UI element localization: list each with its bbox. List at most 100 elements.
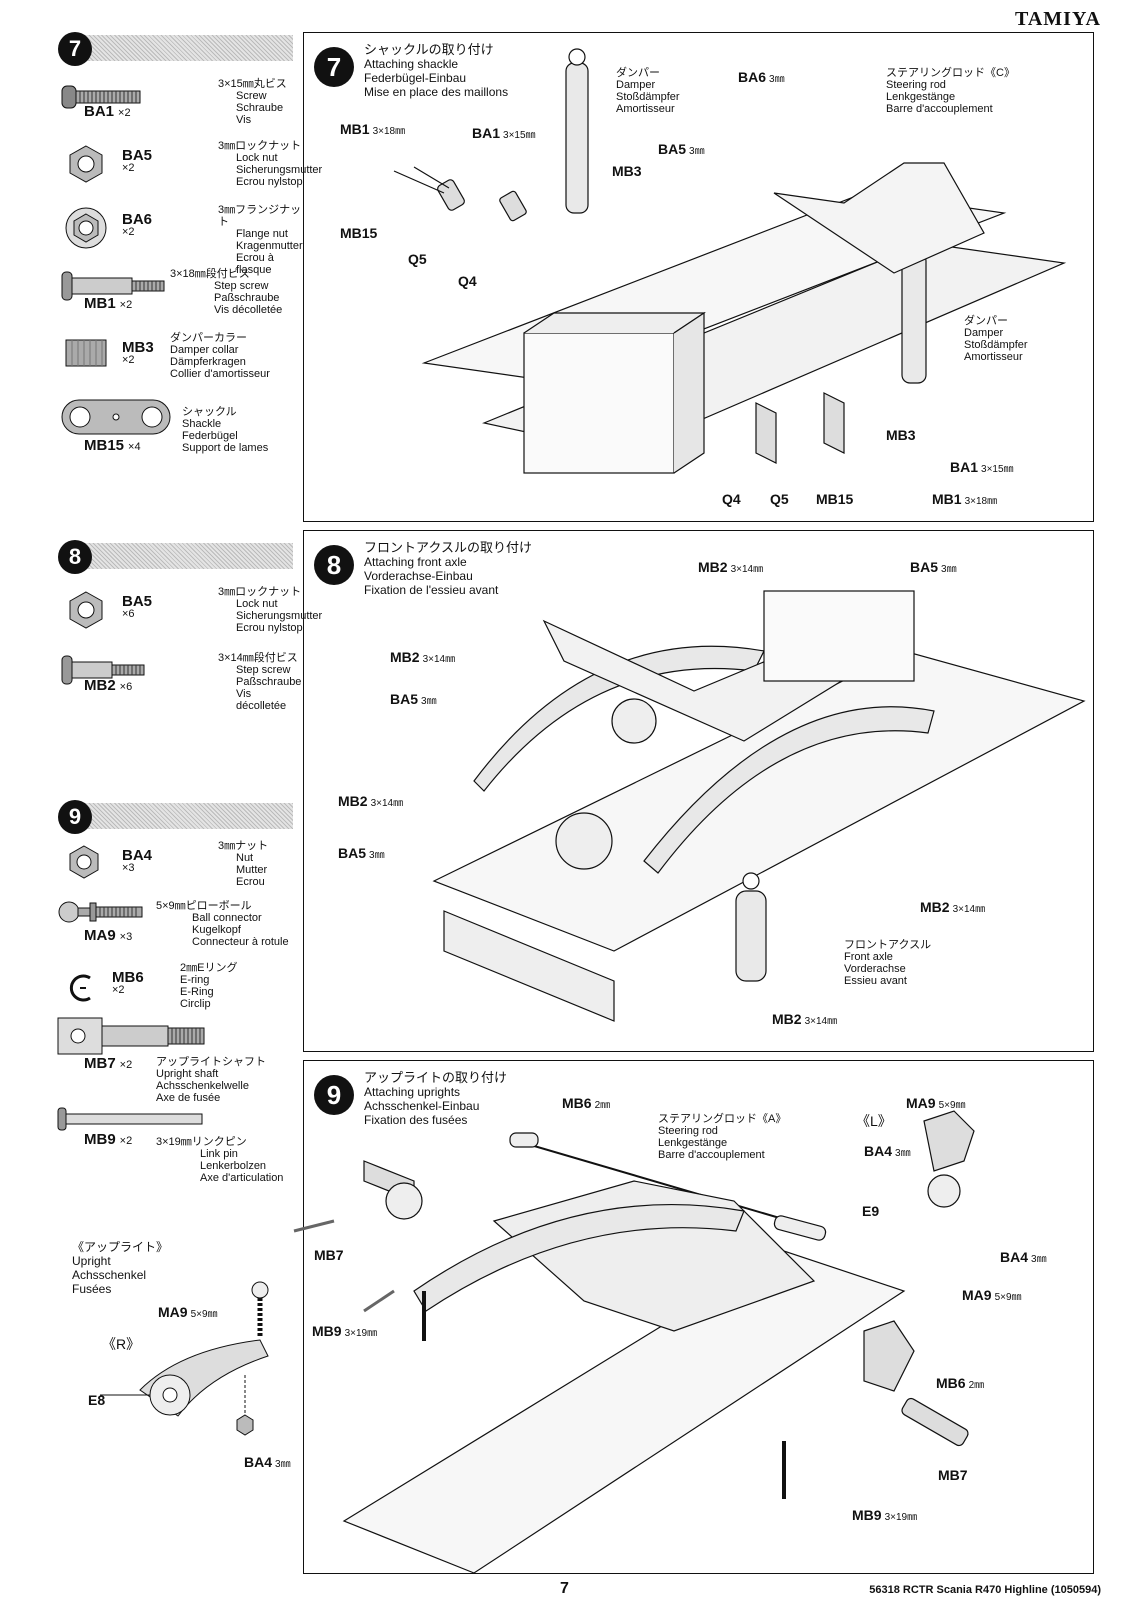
part-qty: ×3 xyxy=(122,862,135,874)
label-code: MB9 xyxy=(312,1323,342,1339)
part-name-en: Lock nut xyxy=(236,152,278,164)
part-name-jp: 3㎜ロックナット xyxy=(218,586,302,598)
label-code: MB6 xyxy=(562,1095,592,1111)
part-name-en: Step screw xyxy=(214,280,269,292)
part-name-de: E-Ring xyxy=(180,986,214,998)
label-size: 3㎜ xyxy=(1031,1254,1047,1265)
title-de: Vorderachse-Einbau xyxy=(364,569,473,583)
servo-box xyxy=(523,332,675,474)
note-en: Damper xyxy=(616,79,656,91)
steering-rod xyxy=(523,1142,825,1232)
label-size: 5×9㎜ xyxy=(190,1309,218,1320)
label-size: 3㎜ xyxy=(941,564,957,575)
part-qty: ×6 xyxy=(119,681,133,693)
part-name-en: Ball connector xyxy=(192,912,262,924)
part-code: BA6 xyxy=(122,211,153,228)
label-code: MB2 xyxy=(772,1011,802,1027)
note-en: Front axle xyxy=(844,951,893,963)
leaf-spring xyxy=(413,1203,745,1312)
part-name-en: Damper collar xyxy=(170,344,239,356)
label-code: BA1 xyxy=(472,125,501,141)
part-name-de: Sicherungsmutter xyxy=(236,610,323,622)
label-size: 3×15㎜ xyxy=(981,464,1014,475)
part-code: BA1 xyxy=(84,103,115,120)
label-size: 2㎜ xyxy=(594,1100,611,1111)
note-en: Steering rod xyxy=(886,79,946,91)
part-qty: ×2 xyxy=(118,107,131,119)
part-qty: ×6 xyxy=(122,608,135,620)
part-name-de: Mutter xyxy=(236,864,268,876)
part-name-en: Screw xyxy=(236,90,267,102)
label-code: BA6 xyxy=(738,69,767,85)
label-mb7-left: MB7 xyxy=(314,1247,344,1263)
part-name-jp: 3×18㎜段付ビス xyxy=(170,268,250,280)
frame-rail xyxy=(342,1250,906,1574)
part-name-jp: 3㎜フランジナット xyxy=(218,204,302,228)
part-name-fr: Circlip xyxy=(180,998,211,1010)
label-code: BA4 xyxy=(1000,1249,1029,1265)
e-ring-icon xyxy=(69,974,91,1002)
part-code: MB1 xyxy=(84,295,116,312)
screw-icon xyxy=(61,85,141,109)
label-code: MA9 xyxy=(962,1287,992,1303)
lock-nut-icon xyxy=(69,145,103,183)
panel-step-number: 7 xyxy=(314,47,354,87)
part-code: MA9 xyxy=(84,927,116,944)
part-code: MB15 xyxy=(84,437,125,454)
part-name-en: Shackle xyxy=(182,418,222,430)
part-name-de: Dämpferkragen xyxy=(170,356,246,368)
leaf-spring-right xyxy=(643,706,935,874)
page-number: 7 xyxy=(560,1580,569,1597)
damper xyxy=(735,890,767,982)
title-jp: フロントアクスルの取り付け xyxy=(364,540,532,555)
label-mb3: MB3 xyxy=(612,163,642,179)
panel-title: アップライトの取り付け Attaching uprights Achsschen… xyxy=(364,1071,507,1128)
note-de: Achsschenkel xyxy=(72,1268,147,1282)
label-code: MA9 xyxy=(906,1095,936,1111)
label-size: 3㎜ xyxy=(369,850,385,861)
label-code: MB6 xyxy=(936,1375,966,1391)
label-size: 3×14㎜ xyxy=(804,1016,838,1027)
note-fr: Essieu avant xyxy=(844,975,907,987)
label-code: BA5 xyxy=(658,141,687,157)
note-jp: ダンパー xyxy=(616,67,660,79)
part-qty: ×3 xyxy=(119,931,133,943)
label-size: 3㎜ xyxy=(895,1148,911,1159)
part-name-fr: Axe d'articulation xyxy=(200,1172,284,1184)
label-q4-bottom: Q4 xyxy=(722,491,741,507)
part-qty: ×2 xyxy=(119,1059,133,1071)
part-name-de: Paßschraube xyxy=(214,292,280,304)
ball-connector-icon xyxy=(58,901,143,923)
upright-r-drawing xyxy=(100,1281,269,1436)
part-name-en: E-ring xyxy=(180,974,210,986)
panel-title: シャックルの取り付け Attaching shackle Federbügel-… xyxy=(364,43,508,100)
label-size: 3×14㎜ xyxy=(422,654,456,665)
damper-collar-icon xyxy=(65,339,107,367)
link-pin-icon xyxy=(57,1107,203,1131)
label-code: MB1 xyxy=(340,121,370,137)
label-right: 《R》 xyxy=(102,1336,141,1352)
step-screw-icon xyxy=(61,271,165,301)
chassis-drawing-7 xyxy=(393,48,1067,474)
note-en: Steering rod xyxy=(658,1125,718,1137)
brand-logo: TAMIYA xyxy=(1014,8,1101,30)
part-code: MB6 xyxy=(112,969,144,986)
label-size: 3㎜ xyxy=(689,146,705,157)
